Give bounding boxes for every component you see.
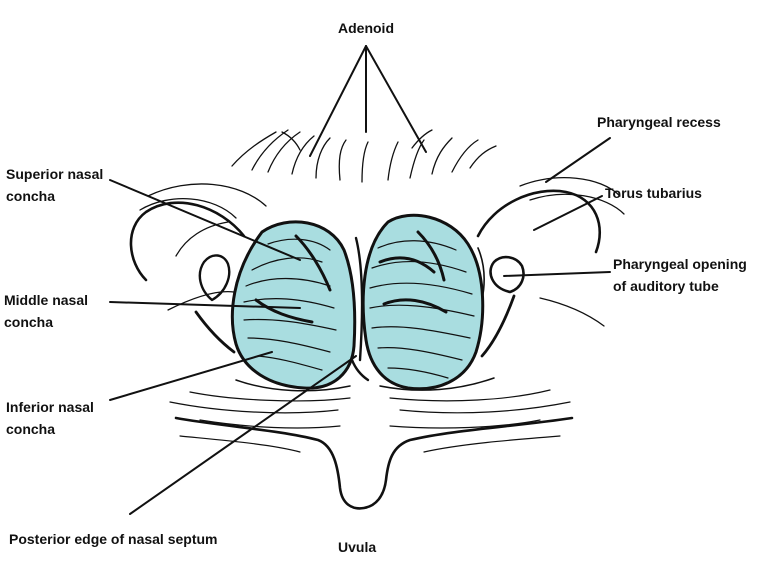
adenoid-folds — [231, 129, 497, 183]
label-inferior-concha-line2: concha — [6, 421, 56, 437]
label-superior-concha-line2: concha — [6, 188, 56, 204]
soft-palate — [169, 377, 571, 429]
leader-middle-concha — [109, 301, 301, 309]
leader-posterior-septum — [129, 355, 357, 515]
label-inferior-concha-line1: Inferior nasal — [6, 399, 94, 415]
leader-inferior-concha — [109, 351, 273, 401]
pharyngeal-wall — [139, 177, 625, 327]
left-torus-tubarius — [129, 201, 246, 354]
left-concha-shape — [230, 220, 357, 390]
leader-lines — [109, 45, 611, 515]
label-superior-concha-line1: Superior nasal — [6, 166, 104, 182]
label-middle-concha-line2: concha — [4, 314, 54, 330]
left-nasal-conchae — [230, 220, 357, 390]
leader-pharyngeal-recess — [545, 137, 611, 183]
label-adenoid: Adenoid — [338, 20, 394, 36]
right-nasal-conchae — [361, 213, 485, 391]
label-pharyngeal-opening-line2: of auditory tube — [613, 278, 719, 294]
nasal-septum — [350, 236, 370, 382]
label-posterior-edge-septum: Posterior edge of nasal septum — [9, 531, 218, 547]
leader-pharyngeal-opening — [503, 271, 611, 277]
label-middle-concha-line1: Middle nasal — [4, 292, 89, 308]
uvula-shape — [174, 416, 574, 510]
leader-adenoid-right — [365, 45, 427, 153]
label-torus-tubarius: Torus tubarius — [605, 185, 702, 201]
right-concha-meatus — [378, 230, 448, 314]
label-pharyngeal-opening-line1: Pharyngeal opening — [613, 256, 747, 272]
label-pharyngeal-recess: Pharyngeal recess — [597, 114, 721, 130]
leader-adenoid-left — [309, 45, 367, 157]
label-uvula: Uvula — [338, 539, 377, 555]
right-concha-folds — [369, 240, 475, 379]
left-concha-meatus — [254, 234, 332, 324]
leader-torus-tubarius — [533, 195, 603, 231]
leader-superior-concha — [109, 179, 301, 261]
